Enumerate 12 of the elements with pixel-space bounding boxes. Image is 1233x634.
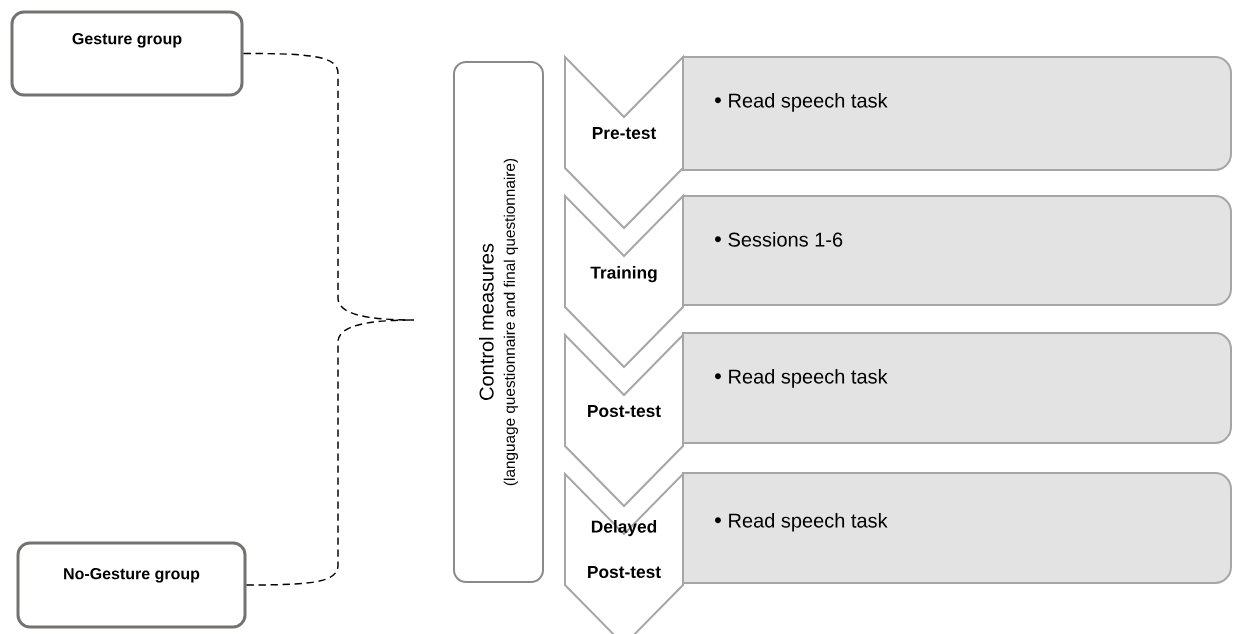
task-box: Read speech task [682,56,1232,171]
group-box: Gesture group [10,10,244,97]
task-box: Sessions 1-6 [682,195,1232,306]
task-box: Read speech task [682,472,1232,584]
brace-line [242,52,415,321]
chevron-step: Pre-test [564,54,684,230]
chevron-step: Delayed Post-test [564,471,684,634]
chevron-step: Training [564,193,684,369]
group-box: No-Gesture group [16,541,247,629]
chevron-step: Post-test [564,332,684,508]
task-box: Read speech task [682,332,1232,444]
control-box: Control measures (language questionnaire and final questionnaire) [453,61,544,583]
